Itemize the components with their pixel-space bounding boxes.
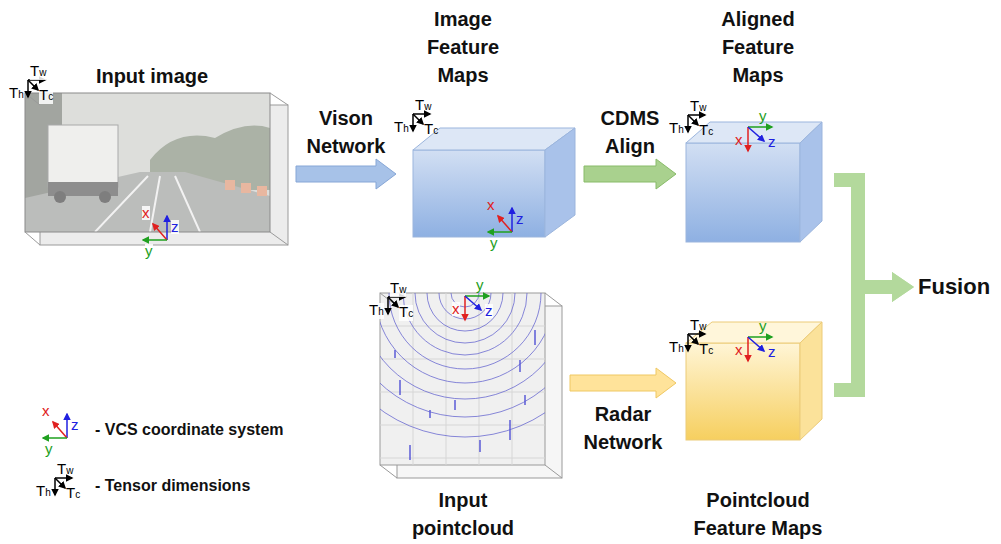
node-heading: Pointcloud Feature Maps	[693, 486, 823, 542]
cube-front	[413, 150, 545, 237]
box-edge	[380, 293, 562, 478]
tensor-dimension-label: Th	[669, 121, 684, 137]
axis-label: z	[516, 212, 524, 226]
cube-side	[800, 322, 822, 440]
diagram-node: Pointcloud Feature Maps	[680, 300, 830, 542]
tensor-dimension-label: Tw	[390, 281, 406, 297]
arrow-head	[892, 272, 914, 302]
tensor-dimension-label: Tw	[690, 99, 706, 115]
axis-label: z	[171, 220, 179, 234]
axis-label: y	[45, 442, 53, 456]
image-fade	[25, 93, 270, 232]
tensor-dimension-label: Th	[394, 120, 409, 136]
tensor-dimension-label: Tc	[66, 486, 80, 502]
axis-label: z	[71, 418, 79, 432]
axis-label: y	[759, 319, 767, 333]
input-image-picture	[25, 93, 288, 245]
axis-label: x	[735, 343, 743, 357]
axis-label: x	[42, 404, 50, 418]
tensor-dimension-label: Tc	[699, 123, 713, 139]
axis-label: y	[145, 244, 153, 258]
image-feature-cube	[413, 128, 575, 237]
tensor-dimension-label: Tw	[690, 318, 706, 334]
aligned-feature-cube	[686, 122, 822, 242]
tensor-dimension-label: Tc	[424, 122, 438, 138]
axis-label: x	[735, 133, 743, 147]
axis-label: z	[768, 345, 776, 359]
node-heading: Image Feature Maps	[413, 5, 513, 89]
tensor-dimension-label: Tw	[415, 98, 431, 114]
node-heading: Aligned Feature Maps	[708, 5, 808, 89]
arrow-head	[892, 272, 914, 302]
tensor-dimension-label: Th	[369, 303, 384, 319]
block-arrow	[570, 368, 676, 398]
diagram-node: Input image	[20, 62, 292, 248]
edge-label: CDMS Align	[580, 104, 680, 160]
cube-side	[800, 122, 822, 242]
axis-label: x	[452, 302, 460, 316]
merge-connector	[834, 180, 892, 287]
axis-label: y	[490, 236, 498, 250]
axis-label: y	[476, 278, 484, 292]
node-heading: Fusion	[918, 272, 990, 302]
axis-label: x	[142, 206, 150, 220]
connector	[570, 368, 676, 398]
axis-label: z	[768, 135, 776, 149]
road-photo	[25, 93, 270, 232]
block-arrow	[296, 159, 396, 189]
legend-text: - Tensor dimensions	[95, 476, 250, 496]
tensor-dimension-label: Tc	[399, 305, 413, 321]
radar-points	[380, 293, 545, 465]
tensor-dimension-label: Tw	[30, 64, 46, 80]
legend-text: - VCS coordinate system	[95, 420, 284, 440]
cube-front	[686, 143, 800, 242]
cube-front	[686, 343, 800, 440]
connector	[296, 159, 396, 189]
tensor-dimension-label: Tc	[39, 88, 53, 104]
sky	[25, 93, 270, 232]
tensor-dimension-label: Th	[9, 86, 24, 102]
axis-label: z	[485, 304, 493, 318]
axis-label: y	[759, 109, 767, 123]
block-arrow	[584, 159, 676, 189]
image-front-face	[25, 93, 270, 232]
edge-label: Vison Network	[296, 104, 396, 160]
radar-returns	[395, 330, 535, 460]
node-heading: Input image	[52, 62, 252, 90]
tensor-dimension-label: Th	[669, 340, 684, 356]
axis-label: x	[487, 198, 495, 212]
tensor-dimension-label: Tw	[57, 462, 73, 478]
node-heading: Input pointcloud	[398, 486, 528, 542]
edge-label: Radar Network	[573, 400, 673, 456]
merge-connector	[834, 287, 892, 390]
connector	[584, 159, 676, 189]
tensor-dimension-label: Th	[36, 484, 51, 500]
box-edge	[25, 93, 288, 245]
diagram-node: Fusion	[918, 272, 990, 302]
pointcloud-feature-cube	[686, 322, 822, 440]
tensor-dimension-label: Tc	[699, 342, 713, 358]
connector	[834, 272, 914, 390]
cube-side	[545, 128, 575, 237]
